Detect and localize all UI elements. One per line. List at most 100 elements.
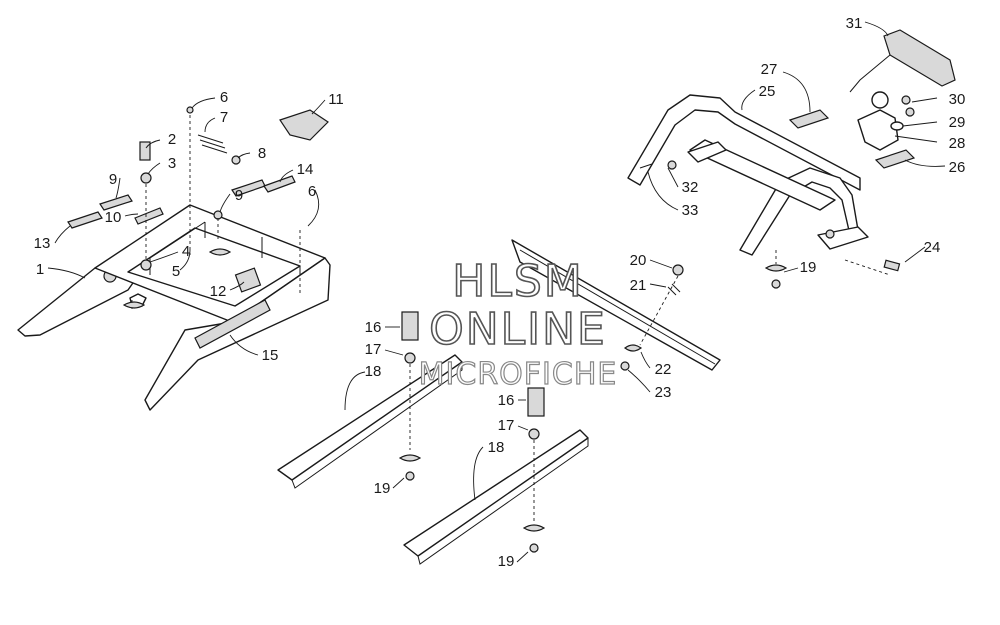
rivet-33 — [639, 163, 653, 169]
bolt-2 — [139, 141, 151, 161]
callout-22: 22 — [655, 361, 672, 378]
callout-17a: 17 — [365, 341, 382, 358]
bracket-28 — [857, 109, 899, 151]
plate-right — [817, 226, 869, 250]
bolt-30b — [905, 107, 915, 117]
side-panel-trim — [194, 299, 271, 349]
callout-4: 4 — [182, 243, 190, 260]
grommet-19a — [398, 454, 422, 462]
callout-21: 21 — [630, 277, 647, 294]
callout-20: 20 — [630, 252, 647, 269]
callout-5: 5 — [172, 263, 180, 280]
callout-26: 26 — [949, 159, 966, 176]
nut-3 — [140, 172, 152, 184]
strap-10 — [134, 207, 164, 225]
washer-29 — [890, 121, 904, 131]
callout-2: 2 — [168, 131, 176, 148]
block-16a — [401, 311, 419, 341]
handle-31 — [883, 29, 956, 87]
flap-axis — [639, 275, 679, 346]
pin-6a — [186, 106, 194, 114]
callout-14: 14 — [297, 161, 314, 178]
washer-21 — [667, 283, 681, 296]
callout-18b: 18 — [488, 439, 505, 456]
watermark-line1: HLSM — [452, 256, 584, 307]
callout-labels: 1 2 3 4 5 6 6 7 8 9 9 10 11 12 13 14 15 … — [34, 15, 966, 570]
callout-31: 31 — [846, 15, 863, 32]
assembly-line-24 — [844, 259, 891, 276]
spring-7 — [197, 134, 228, 154]
callout-33: 33 — [682, 202, 699, 219]
callout-8: 8 — [258, 145, 266, 162]
bolt-17a — [404, 352, 416, 364]
callout-15: 15 — [262, 347, 279, 364]
nut-19b — [529, 543, 539, 553]
cushion-11 — [279, 109, 329, 141]
right-side-panel — [144, 257, 331, 411]
grab-bar-cross — [689, 139, 836, 211]
callout-19a: 19 — [374, 480, 391, 497]
assembly-lines-left — [131, 115, 301, 310]
bracket-12 — [234, 267, 262, 293]
callout-29: 29 — [949, 114, 966, 131]
callout-17b: 17 — [498, 417, 515, 434]
callout-30: 30 — [949, 91, 966, 108]
grommet-left — [122, 301, 146, 309]
grab-bar-assembly — [627, 29, 956, 289]
callout-12: 12 — [210, 283, 227, 300]
nut-19a — [405, 471, 415, 481]
callout-18a: 18 — [365, 363, 382, 380]
cable — [849, 54, 891, 93]
callout-19b: 19 — [498, 553, 515, 570]
callout-7: 7 — [220, 109, 228, 126]
callout-27: 27 — [761, 61, 778, 78]
callout-11: 11 — [328, 91, 344, 108]
callout-9a: 9 — [109, 171, 117, 188]
callout-9b: 9 — [235, 187, 243, 204]
bolt-30a — [901, 95, 911, 105]
grommet-center — [208, 248, 232, 256]
flap-panel — [511, 239, 721, 371]
leader-lines — [47, 21, 946, 563]
screw-20 — [672, 264, 684, 276]
runner-assembly-upper — [277, 311, 463, 489]
watermark-line3: MICROFICHE — [419, 357, 618, 392]
bolt-9b — [213, 210, 223, 220]
grommet-22 — [623, 344, 643, 352]
watermark: HLSM ONLINE MICROFICHE — [418, 255, 618, 392]
bolt-right — [825, 229, 835, 239]
callout-24: 24 — [924, 239, 941, 256]
callout-32: 32 — [682, 179, 699, 196]
runner-18b-side — [417, 438, 589, 565]
callout-10: 10 — [105, 209, 122, 226]
seat-base-assembly — [17, 106, 331, 411]
watermark-line2: ONLINE — [429, 304, 607, 355]
callout-25: 25 — [759, 83, 776, 100]
grommet-19c — [764, 264, 788, 272]
pad-9a — [99, 194, 133, 211]
callout-13: 13 — [34, 235, 51, 252]
plate-left — [687, 141, 727, 163]
nut-23 — [620, 361, 630, 371]
callout-28: 28 — [949, 135, 966, 152]
pad-13 — [67, 211, 103, 229]
ring-28 — [871, 91, 889, 109]
nut-19c — [771, 279, 781, 289]
callout-16b: 16 — [498, 392, 515, 409]
grommet-19b — [522, 524, 546, 532]
nut-4 — [140, 259, 152, 271]
callout-1: 1 — [36, 261, 44, 278]
runner-18a-side — [291, 362, 463, 489]
block-16b — [527, 387, 545, 417]
bolt-17b — [528, 428, 540, 440]
callout-19c: 19 — [800, 259, 817, 276]
decal-27 — [788, 109, 830, 129]
clip-32 — [667, 160, 677, 170]
flap-assembly — [511, 239, 721, 371]
bolt-24 — [883, 259, 901, 272]
runner-assembly-lower — [403, 387, 589, 565]
flap-edge — [519, 249, 716, 365]
pad-14b — [263, 175, 296, 193]
